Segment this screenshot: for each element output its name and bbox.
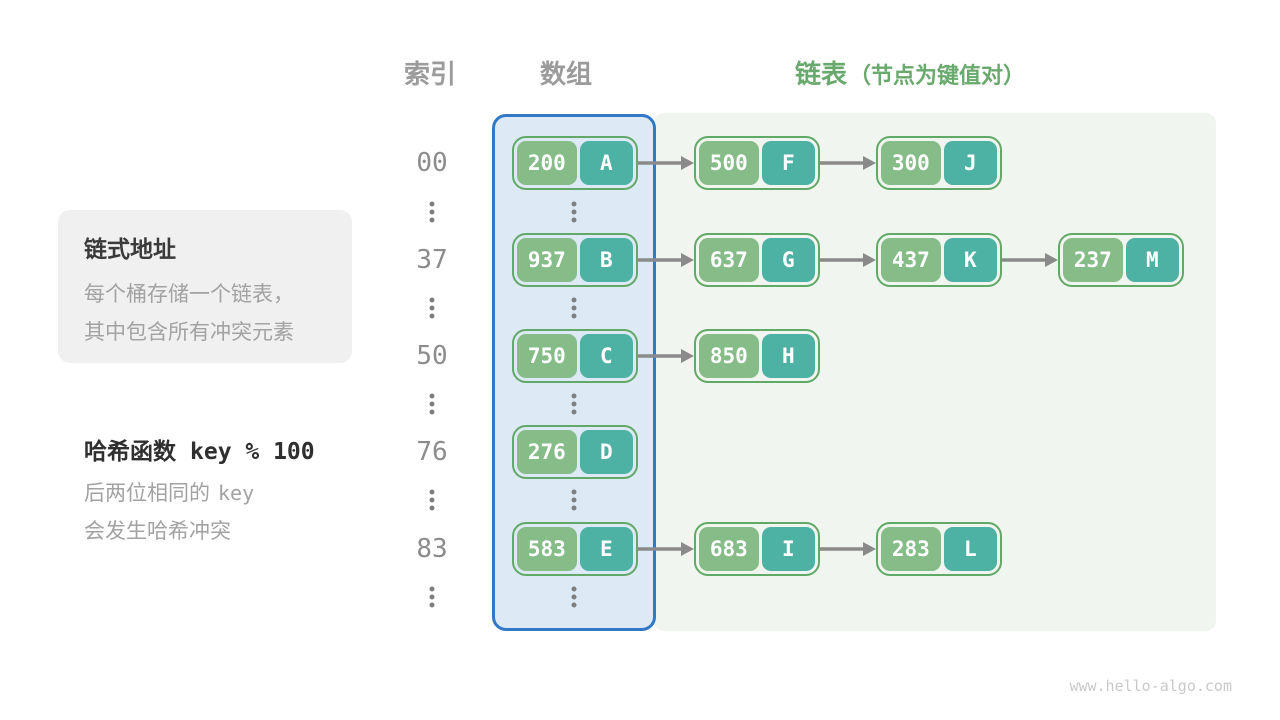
node-value: F [761,141,815,185]
node-value: C [579,334,633,378]
hash-note-line-1-text: 后两位相同的 [84,482,210,505]
kv-node: 683 I [694,522,820,576]
index-label-76: 76 [416,437,448,467]
header-linked-list-label: 链表 [795,59,848,89]
bucket-row-00: 200 A 500 F 300 J [512,136,1002,190]
bucket-row-50: 750 C 850 H [512,329,820,383]
node-value: G [761,238,815,282]
node-value: M [1125,238,1179,282]
node-key: 300 [881,141,941,185]
ellipsis-icon [571,297,577,319]
arrow-right-icon [820,233,876,287]
chaining-info-title: 链式地址 [84,236,176,262]
bucket-row-76: 276 D [512,425,638,479]
node-key: 276 [517,430,577,474]
kv-node: 283 L [876,522,1002,576]
hash-note-line-2: 会发生哈希冲突 [84,520,231,543]
arrow-right-icon [638,522,694,576]
hash-function-formula: key % 100 [190,439,315,465]
node-key: 283 [881,527,941,571]
ellipsis-icon [429,489,435,511]
hash-note-line-1-code: key [218,481,255,505]
kv-node: 276 D [512,425,638,479]
header-array: 数组 [540,59,593,89]
node-key: 500 [699,141,759,185]
arrow-right-icon [638,329,694,383]
node-key: 750 [517,334,577,378]
bucket-row-37: 937 B 637 G 437 K 237 M [512,233,1184,287]
kv-node: 583 E [512,522,638,576]
hash-function-title: 哈希函数 key % 100 [84,432,315,466]
kv-node: 850 H [694,329,820,383]
kv-node: 300 J [876,136,1002,190]
index-label-37: 37 [416,245,448,275]
kv-node: 437 K [876,233,1002,287]
chaining-info-line-2: 其中包含所有冲突元素 [84,321,294,344]
ellipsis-icon [571,489,577,511]
node-value: H [761,334,815,378]
hash-note-line-1: 后两位相同的 key [84,474,315,513]
node-key: 683 [699,527,759,571]
node-key: 937 [517,238,577,282]
chaining-info-box: 链式地址 每个桶存储一个链表， 其中包含所有冲突元素 [58,210,352,363]
index-label-00: 00 [416,148,448,178]
ellipsis-icon [429,586,435,608]
node-key: 583 [517,527,577,571]
header-index: 索引 [404,59,457,89]
ellipsis-icon [571,393,577,415]
hash-function-note: 哈希函数 key % 100 后两位相同的 key 会发生哈希冲突 [84,432,315,551]
kv-node: 237 M [1058,233,1184,287]
node-value: I [761,527,815,571]
ellipsis-icon [571,201,577,223]
header-linked-list-note: （节点为键值对） [849,63,1026,88]
node-value: K [943,238,997,282]
arrow-right-icon [820,136,876,190]
chaining-info-line-1: 每个桶存储一个链表， [84,283,294,306]
ellipsis-icon [429,297,435,319]
arrow-right-icon [1002,233,1058,287]
kv-node: 750 C [512,329,638,383]
index-label-50: 50 [416,341,448,371]
kv-node: 500 F [694,136,820,190]
header-linked-list: 链表（节点为键值对） [795,54,1025,91]
bucket-row-83: 583 E 683 I 283 L [512,522,1002,576]
ellipsis-icon [571,586,577,608]
index-label-83: 83 [416,534,448,564]
node-value: E [579,527,633,571]
node-value: J [943,141,997,185]
node-key: 850 [699,334,759,378]
kv-node: 200 A [512,136,638,190]
arrow-right-icon [638,233,694,287]
node-value: A [579,141,633,185]
arrow-right-icon [820,522,876,576]
node-value: B [579,238,633,282]
node-key: 437 [881,238,941,282]
node-value: L [943,527,997,571]
kv-node: 937 B [512,233,638,287]
watermark: www.hello-algo.com [1069,677,1232,695]
node-key: 237 [1063,238,1123,282]
ellipsis-icon [429,201,435,223]
node-value: D [579,430,633,474]
node-key: 637 [699,238,759,282]
ellipsis-icon [429,393,435,415]
arrow-right-icon [638,136,694,190]
node-key: 200 [517,141,577,185]
hash-function-title-text: 哈希函数 [84,438,176,464]
kv-node: 637 G [694,233,820,287]
